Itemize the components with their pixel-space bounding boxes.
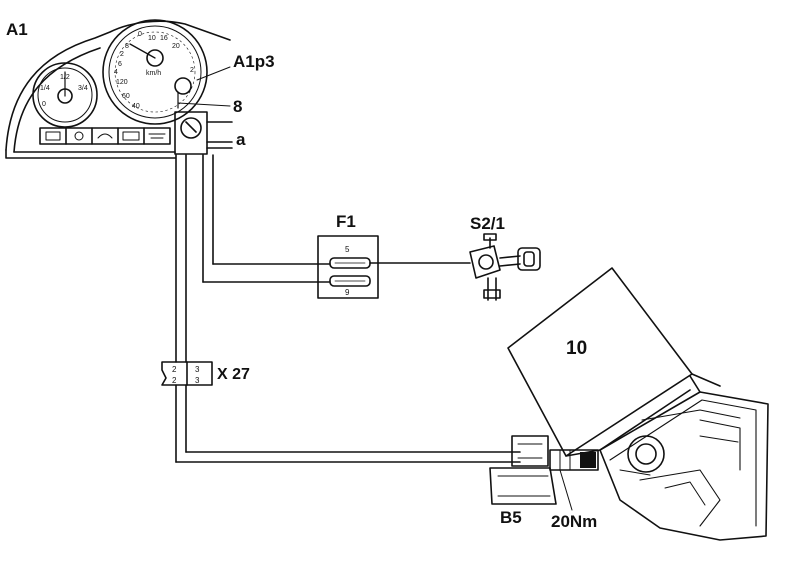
label-f1: F1 [336, 212, 356, 231]
fuse-pin-top: 5 [345, 245, 350, 254]
speedometer [102, 19, 208, 125]
speedometer-tick: 2 [120, 51, 124, 58]
label-8: 8 [233, 97, 243, 116]
connector-x27 [161, 361, 213, 386]
fuse-pin-bottom: 9 [345, 288, 350, 297]
label-a: a [236, 130, 246, 149]
label-a1p3: A1p3 [233, 52, 275, 71]
x27-pin-right: 3 [195, 365, 200, 374]
label-10: 10 [566, 338, 588, 359]
x27-pin-labels: 2 3 2 3 [172, 365, 200, 385]
switch-s21 [469, 233, 541, 301]
speedometer-tick: 20 [172, 43, 180, 50]
fuel-gauge-scale: 1/2 1/4 3/4 0 [40, 74, 88, 108]
speedometer-tick: 4 [114, 69, 118, 76]
x27-pin-right-bottom: 3 [195, 376, 200, 385]
x27-pin-left-bottom: 2 [172, 376, 177, 385]
fuel-gauge-tick: 1/2 [60, 74, 70, 81]
speedometer-tick: 16 [160, 35, 168, 42]
sensor-b5 [489, 435, 599, 511]
speedometer-unit: km/h [146, 70, 161, 77]
x27-pin-left: 2 [172, 365, 177, 374]
speed-signal-module [174, 111, 233, 155]
label-s2-1: S2/1 [470, 214, 505, 233]
speedometer-tick: 10 [148, 35, 156, 42]
fuel-gauge [32, 62, 98, 128]
speedometer-tick: 8 [125, 43, 129, 50]
label-a1: A1 [6, 20, 28, 39]
speedometer-tick: 40 [132, 103, 140, 110]
harness-main [175, 154, 521, 463]
fuse-pin-labels: 5 9 [345, 245, 350, 297]
speedometer-tick: 0 [138, 31, 142, 38]
fuel-gauge-tick: 0 [42, 101, 46, 108]
fuel-gauge-tick: 1/4 [40, 85, 50, 92]
warning-lamp-strip [39, 127, 171, 145]
speedometer-tick: 120 [116, 79, 128, 86]
label-torque: 20Nm [551, 512, 598, 531]
transmission-housing [599, 375, 769, 541]
component-10 [507, 267, 721, 457]
speedometer-tick: 2 [190, 67, 194, 74]
fuel-gauge-tick: 3/4 [78, 85, 88, 92]
speedometer-scale: km/h 10 16 20 8 2 120 60 40 6 4 2 0 [114, 31, 194, 110]
instrument-cluster [5, 19, 233, 159]
label-b5: B5 [500, 508, 522, 527]
speedometer-tick: 60 [122, 93, 130, 100]
label-x27: X 27 [217, 366, 250, 383]
harness-branch-f1 [202, 154, 331, 283]
speedometer-tick: 6 [118, 61, 122, 68]
